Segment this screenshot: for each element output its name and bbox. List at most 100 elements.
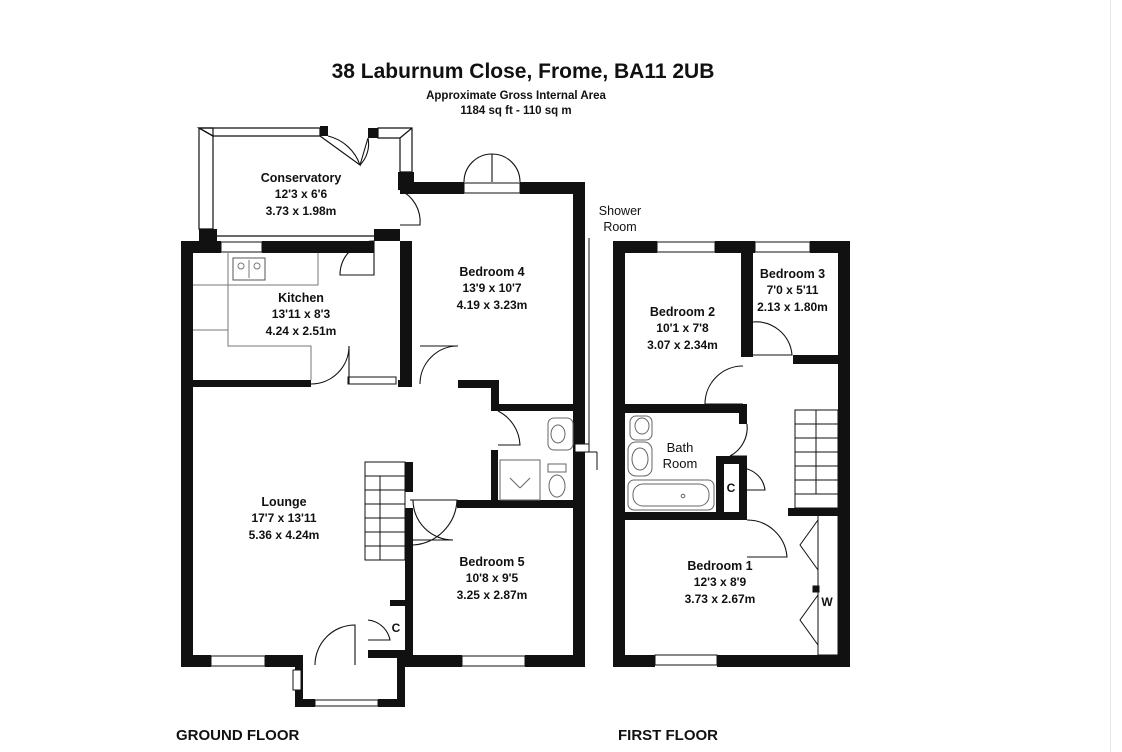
ground-west-wall	[181, 241, 193, 667]
cupboard-south-wall	[368, 650, 405, 658]
room-name: Bedroom 4	[459, 265, 525, 279]
first-east-wall	[838, 241, 850, 667]
room-imperial: 13'9 x 10'7	[462, 281, 522, 295]
area-label: Approximate Gross Internal Area	[426, 90, 606, 102]
room-bedroom-1: Bedroom 1 12'3 x 8'9 3.73 x 2.67m	[655, 558, 785, 608]
wardrobe	[799, 507, 839, 656]
room-bedroom-3: Bedroom 3 7'0 x 5'11 2.13 x 1.80m	[750, 266, 835, 316]
room-metric: 5.36 x 4.24m	[248, 528, 320, 542]
conservatory-post-n	[320, 126, 328, 136]
room-lounge: Lounge 17'7 x 13'11 5.36 x 4.24m	[219, 494, 349, 544]
area-value: 1184 sq ft - 110 sq m	[460, 105, 572, 117]
room-name-line1: Shower	[598, 204, 642, 218]
ground-east-wall	[573, 182, 585, 667]
page-title: 38 Laburnum Close, Frome, BA11 2UB	[331, 60, 715, 83]
room-imperial: 12'3 x 6'6	[274, 187, 328, 201]
room-conservatory: Conservatory 12'3 x 6'6 3.73 x 1.98m	[236, 170, 366, 220]
first-staircase	[794, 409, 839, 509]
room-imperial: 12'3 x 8'9	[693, 575, 747, 589]
room-imperial: 7'0 x 5'11	[766, 283, 819, 297]
bedroom3-south-wall	[793, 355, 838, 364]
first-north-wall-b	[715, 241, 755, 253]
room-metric: 4.19 x 3.23m	[456, 298, 528, 312]
cupboard-north-wall	[390, 600, 405, 606]
porch-east-wall	[397, 655, 405, 707]
landing-south-wall	[788, 508, 838, 516]
room-name-line2: Room	[603, 220, 637, 234]
room-imperial: 10'1 x 7'8	[656, 321, 709, 335]
bedroom3-west-wall	[741, 253, 753, 357]
conservatory-post-se	[374, 229, 400, 241]
first-south-wall-a	[613, 655, 655, 667]
cupboard-marker-ground: C	[391, 621, 401, 635]
room-imperial: 10'8 x 9'5	[465, 571, 519, 585]
cupboard-top	[716, 456, 744, 464]
room-shower: Shower Room	[585, 203, 655, 235]
cupboard-east-wall	[739, 456, 747, 512]
room-name: Bedroom 5	[459, 555, 525, 569]
room-kitchen: Kitchen 13'11 x 8'3 4.24 x 2.51m	[236, 290, 366, 340]
ground-south-wall-d	[525, 655, 585, 667]
ground-floor-label: GROUND FLOOR	[176, 727, 300, 744]
first-floor-label: FIRST FLOOR	[618, 727, 718, 744]
room-bedroom-2: Bedroom 2 10'1 x 7'8 3.07 x 2.34m	[620, 304, 745, 354]
room-metric: 3.25 x 2.87m	[456, 588, 528, 602]
room-bedroom-4: Bedroom 4 13'9 x 10'7 4.19 x 3.23m	[427, 264, 557, 314]
shower-pointer	[588, 238, 598, 470]
room-name: Bedroom 3	[759, 267, 826, 281]
kitchen-south-wall-b	[398, 380, 412, 387]
shower-fixtures	[499, 417, 574, 501]
ground-staircase	[364, 461, 406, 561]
ground-south-wall-b	[265, 655, 295, 667]
first-north-wall-a	[613, 241, 657, 253]
porch-south-wall-b	[378, 699, 405, 707]
bedroom4-north-wall-a	[412, 182, 464, 194]
kitchen-north-wall-b	[262, 241, 374, 253]
first-door-swings	[704, 321, 793, 558]
bedroom5-north-wall	[457, 500, 585, 508]
bedroom4-north-wall-b	[520, 182, 585, 194]
first-south-wall-b	[717, 655, 850, 667]
stair-wall	[405, 462, 413, 492]
conservatory-post-e	[398, 172, 410, 190]
shower-north-wall	[491, 404, 573, 411]
room-name-line1: Bath	[666, 440, 694, 455]
conservatory-glazing	[196, 127, 413, 237]
bedroom2-south-wall	[625, 404, 743, 413]
first-west-wall	[613, 241, 625, 667]
wardrobe-marker: W	[821, 595, 833, 609]
bedroom4-south-jog	[491, 380, 499, 410]
room-imperial: 13'11 x 8'3	[271, 307, 331, 321]
conservatory-post-sw	[199, 229, 217, 243]
conservatory-post-ne	[368, 128, 378, 138]
kitchen-east-wall	[400, 241, 412, 381]
bath-east-wall-top	[739, 404, 747, 424]
first-floor-walls	[613, 241, 850, 667]
room-metric: 3.07 x 2.34m	[647, 338, 718, 352]
ground-south-wall-a	[181, 655, 211, 667]
kitchen-north-wall-a	[181, 241, 221, 253]
ground-door-swings	[310, 135, 521, 666]
room-name: Conservatory	[260, 171, 342, 185]
porch-south-wall-a	[295, 699, 315, 707]
ground-floor-walls	[181, 126, 585, 707]
room-metric: 2.13 x 1.80m	[757, 300, 828, 314]
room-name-line2: Room	[662, 456, 698, 471]
bedroom5-west-wall	[405, 508, 413, 667]
room-name: Bedroom 2	[649, 305, 716, 319]
kitchen-south-wall-a	[193, 380, 311, 387]
kitchen-units	[193, 253, 319, 380]
room-bath: Bath Room	[650, 440, 710, 472]
bath-fixtures	[627, 415, 715, 511]
ground-south-wall-c	[405, 655, 462, 667]
bath-east-wall	[716, 456, 724, 516]
shower-west-wall	[491, 450, 498, 502]
room-imperial: 17'7 x 13'11	[251, 511, 317, 525]
bedroom4-south-wall	[458, 380, 498, 388]
windows	[210, 182, 811, 707]
room-name: Lounge	[261, 495, 307, 509]
room-bedroom-5: Bedroom 5 10'8 x 9'5 3.25 x 2.87m	[427, 554, 557, 604]
cupboard-marker-first: C	[726, 481, 736, 495]
page-edge-line	[1110, 0, 1111, 752]
